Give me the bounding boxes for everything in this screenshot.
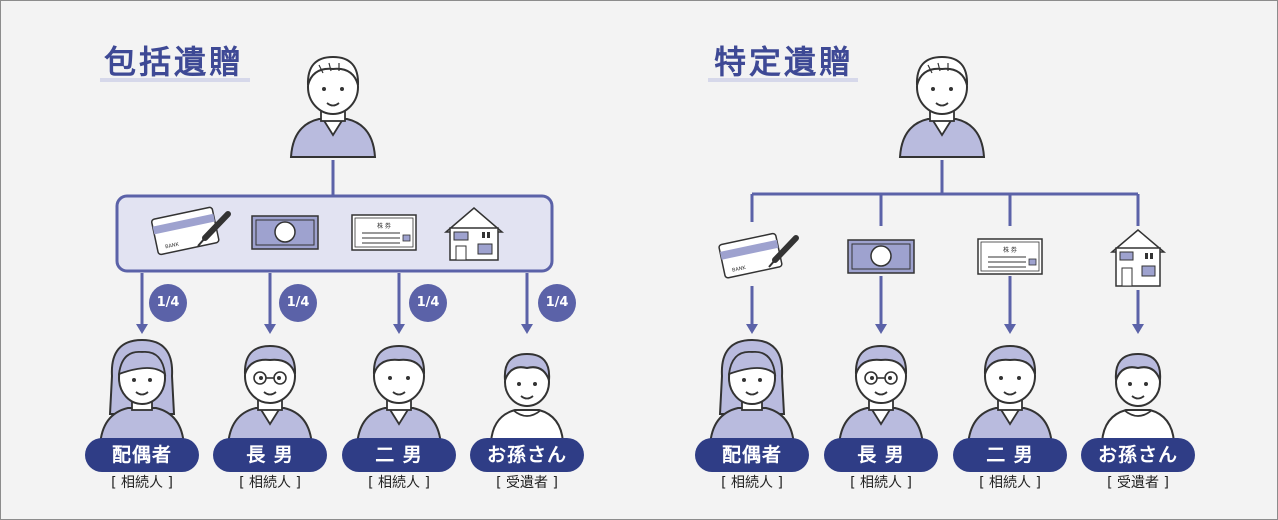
pen-icon (768, 235, 799, 268)
heir-role: [ 受遺者 ] (496, 475, 558, 491)
heir-role: [ 相続人 ] (239, 475, 301, 491)
heir-role: [ 受遺者 ] (1107, 475, 1169, 491)
fraction-badge: 1/4 (538, 284, 576, 322)
second-son-avatar (356, 345, 442, 447)
eldest-son-avatar (839, 346, 923, 446)
fraction-badge: 1/4 (409, 284, 447, 322)
title-underline (708, 78, 858, 82)
eldest-son-avatar (228, 346, 312, 446)
card-label: BANK (732, 265, 748, 274)
certificate-label: 株 券 (377, 222, 391, 230)
pen-icon (197, 211, 231, 247)
heir-name-pill: 長 男 (213, 438, 327, 472)
heir-name-pill: お孫さん (1081, 438, 1195, 472)
heir-name-pill: お孫さん (470, 438, 584, 472)
heir-name-pill: 長 男 (824, 438, 938, 472)
heir-role: [ 相続人 ] (721, 475, 783, 491)
heir-name-pill: 配偶者 (85, 438, 199, 472)
heir-role: [ 相続人 ] (111, 475, 173, 491)
card-label: BANK (165, 241, 181, 250)
heir-name-pill: 配偶者 (695, 438, 809, 472)
heir-name-pill: 二 男 (342, 438, 456, 472)
fraction-badge: 1/4 (149, 284, 187, 322)
grandchild-avatar (490, 353, 564, 443)
stock-certificate-icon: 株 券 (351, 214, 417, 251)
second-son-avatar (967, 345, 1053, 447)
testator-avatar (899, 56, 985, 158)
house-icon (443, 207, 505, 261)
right-title: 特定遺贈 (714, 43, 855, 81)
cash-icon (847, 239, 915, 274)
fraction-badge: 1/4 (279, 284, 317, 322)
title-underline (100, 78, 250, 82)
cash-icon (251, 215, 319, 250)
heir-name-pill: 二 男 (953, 438, 1067, 472)
heir-role: [ 相続人 ] (979, 475, 1041, 491)
left-title: 包括遺贈 (104, 43, 245, 81)
heir-role: [ 相続人 ] (850, 475, 912, 491)
bank-card-icon: BANK (718, 232, 783, 279)
testator-avatar (290, 56, 376, 158)
certificate-label: 株 券 (1003, 246, 1017, 254)
heir-role: [ 相続人 ] (368, 475, 430, 491)
grandchild-avatar (1101, 353, 1175, 443)
spouse-avatar (99, 339, 185, 447)
stock-certificate-icon: 株 券 (977, 238, 1043, 275)
spouse-avatar (709, 339, 795, 447)
house-icon (1109, 229, 1167, 287)
